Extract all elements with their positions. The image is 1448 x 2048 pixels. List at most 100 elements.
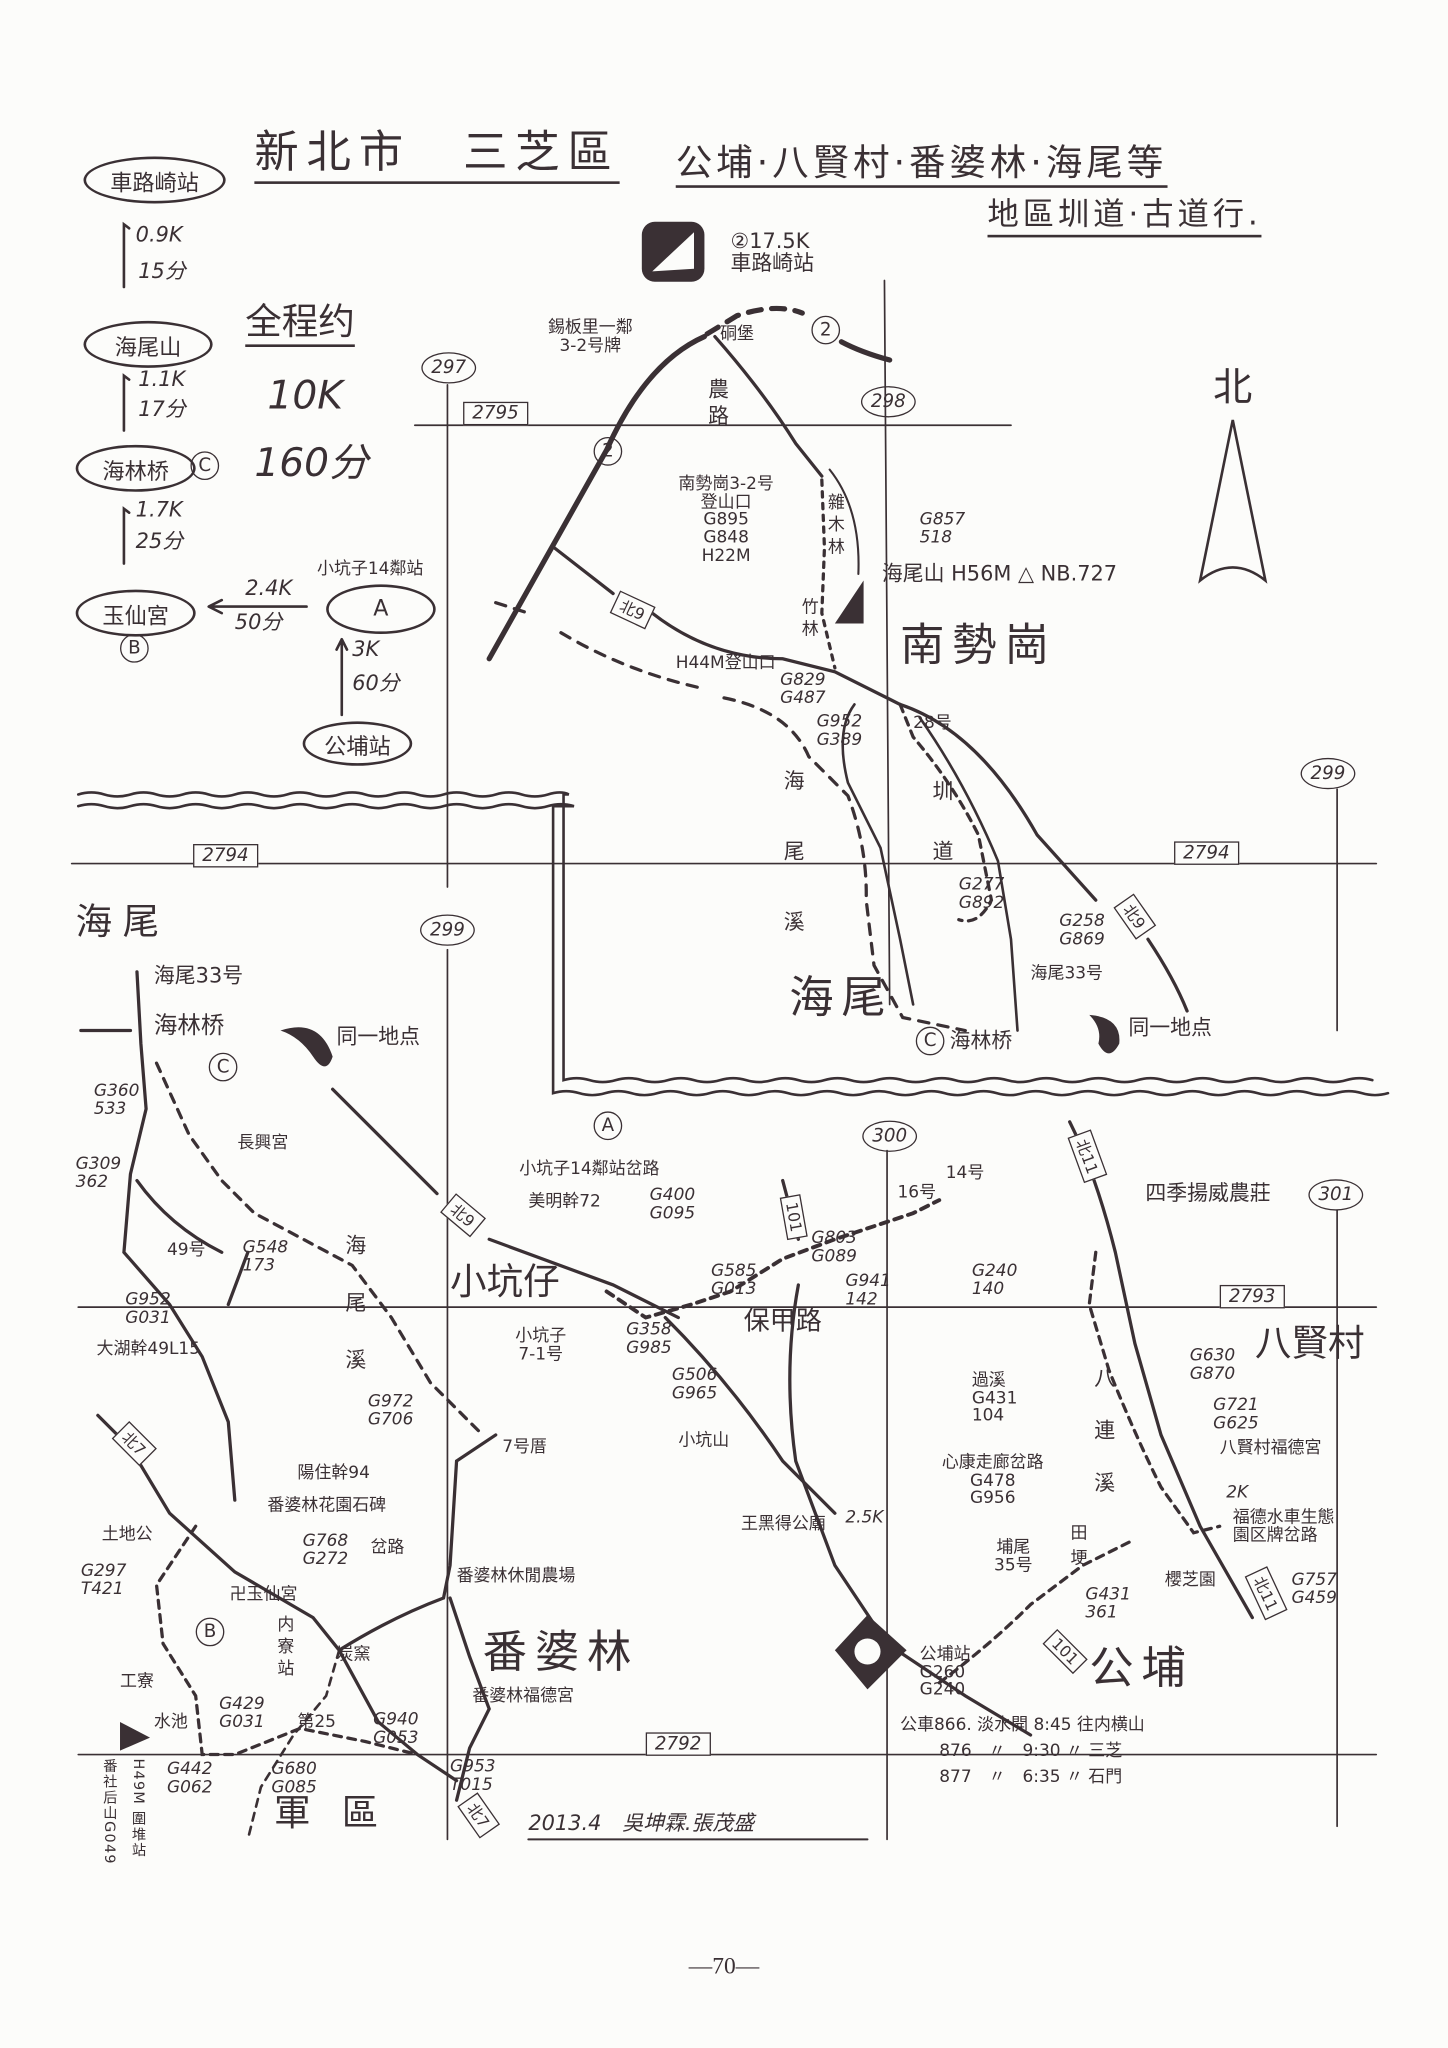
label-no7: 7号厝	[502, 1437, 547, 1458]
label-g768: G768 G272	[302, 1531, 349, 1569]
area-gongpu: 公埔	[1089, 1642, 1194, 1695]
label-2-5k: 2.5K	[845, 1508, 884, 1528]
page-subtitle-2: 地區圳道·古道行.	[987, 197, 1262, 238]
area-xiaokengzai: 小坑仔	[450, 1260, 560, 1304]
balian-creek-trail	[1087, 1250, 1222, 1535]
legend-stop-yuxian: 玉仙宮	[75, 589, 196, 637]
label-zhulin: 竹林	[797, 597, 818, 642]
page-number: —70—	[688, 1952, 760, 1979]
label-zundao: 圳道	[928, 780, 954, 901]
label-g941: G941 142	[845, 1271, 891, 1310]
legend-seg3-dist: 1.7K	[135, 497, 183, 522]
label-no14: 14号	[945, 1163, 985, 1184]
label-same-place-left: 同一地点	[336, 1024, 421, 1049]
label-siji-farm: 四季揚威農莊	[1145, 1180, 1271, 1206]
marker-c-icon-west: C	[208, 1052, 238, 1082]
area-haiwei-upper: 海尾	[789, 971, 894, 1025]
label-dahu: 大湖幹49L15	[96, 1339, 201, 1360]
label-same-place-right: 同一地点	[1128, 1014, 1212, 1040]
label-gongpu-station: 公埔站 G260 G240	[919, 1644, 971, 1701]
label-balian-creek: 八連溪	[1090, 1367, 1116, 1524]
end-symbol-icon	[834, 1614, 907, 1690]
label-chelu-station: ②17.5K 車路崎站	[730, 228, 815, 275]
label-h49: H49M 圍堆站	[129, 1758, 147, 1858]
label-yingzhi: 櫻芝園	[1164, 1570, 1216, 1591]
label-guoxi: 過溪 G431 104	[971, 1371, 1018, 1427]
label-g548: G548 173	[242, 1237, 289, 1276]
label-g953: G953 T015	[450, 1757, 496, 1795]
label-g972: G972 G706	[367, 1391, 414, 1430]
label-g829: G829 G487	[780, 670, 826, 708]
label-tiangeng: 田埂	[1066, 1523, 1087, 1574]
road-2-east	[838, 339, 893, 363]
puwei-trail	[937, 1537, 1137, 1685]
yuxian-trail	[154, 1524, 420, 1757]
label-nonglu: 農路	[704, 378, 729, 431]
label-g857: G857 518	[919, 510, 966, 548]
label-neiliao-station: 内寮站	[273, 1614, 294, 1682]
label-g721: G721 G625	[1213, 1395, 1259, 1434]
label-xk14-fork: 小坑子14鄰站岔路	[519, 1159, 660, 1180]
label-g952-upper: G952 G389	[816, 712, 863, 750]
label-hailin-left: 海林桥	[153, 1012, 225, 1040]
legend-seg2-time: 17分	[138, 396, 186, 422]
bus-info-line-2: 876 〃 9:30 〃 三芝	[939, 1741, 1123, 1762]
legend-stop-hailin: 海林桥	[75, 444, 196, 492]
page-subtitle-1: 公埔·八賢村·番婆林·海尾等	[675, 143, 1168, 189]
legend-line-1	[122, 221, 131, 289]
section-divider-wavy-inner	[76, 802, 1390, 1097]
grid-label-2793: 2793	[1219, 1284, 1285, 1309]
label-gongliao: 工寮	[120, 1672, 154, 1692]
marker-a-icon-map: A	[593, 1111, 623, 1141]
marker-b-icon: B	[120, 633, 149, 663]
legend-to-b-time: 50分	[234, 609, 283, 634]
bus-info-line-3: 877 〃 6:35 〃 石門	[939, 1767, 1123, 1788]
label-baojia-road: 保甲路	[743, 1304, 822, 1336]
legend-seg1-dist: 0.9K	[135, 221, 183, 247]
legend-from-station-time: 60分	[352, 670, 400, 696]
legend-seg1-time: 15分	[138, 258, 186, 284]
label-g297: G297 T421	[80, 1561, 127, 1599]
label-wanghei-temple: 王黑得公廟	[740, 1514, 826, 1535]
area-fanpolin: 番婆林	[482, 1626, 640, 1679]
marker-a-icon: A	[326, 584, 436, 634]
label-haiwei-creek-lower: 海尾溪	[341, 1234, 367, 1407]
label-stele: 番婆林花園石碑	[267, 1496, 387, 1516]
zundao-trail	[898, 702, 994, 923]
area-junqu: 軍區	[273, 1791, 410, 1835]
summit-flag-icon	[834, 580, 864, 624]
label-g442: G442 G062	[166, 1759, 213, 1798]
grid-label-299-lower: 299	[420, 914, 475, 946]
label-puwei: 埔尾 35号	[994, 1538, 1033, 1576]
author-credit: 2013.4 吳坤霖.張茂盛	[528, 1810, 755, 1836]
label-fork: 岔路	[370, 1538, 405, 1558]
label-zamulin: 雜木林	[823, 493, 844, 560]
road-2-dashed	[704, 305, 805, 337]
legend-line-2	[122, 373, 131, 432]
label-g506: G506 G965	[671, 1365, 718, 1404]
area-nanshigang: 南勢崗	[900, 619, 1057, 672]
route-2-shield: 2	[593, 437, 623, 466]
legend-arrow-to-b	[207, 598, 308, 615]
label-g240: G240 140	[971, 1261, 1018, 1299]
grid-label-299-right: 299	[1300, 757, 1356, 790]
legend-seg3-time: 25分	[135, 528, 184, 554]
label-g952-lower: G952 G031	[125, 1290, 171, 1328]
label-yangzhu: 陽住幹94	[297, 1463, 370, 1484]
grid-label-301: 301	[1308, 1179, 1364, 1211]
area-haiwei-left: 海尾	[75, 900, 170, 944]
label-dongbao: 硐堡	[720, 324, 755, 345]
label-g757: G757 G459	[1291, 1570, 1337, 1608]
label-haiwei-creek-upper: 海尾溪	[779, 769, 805, 981]
label-hailin-right: 海林桥	[949, 1027, 1013, 1053]
baojia-road	[604, 1198, 942, 1320]
creek-trail-east	[918, 716, 1019, 1032]
north-arrow-icon	[1198, 419, 1268, 584]
grid-label-298: 298	[860, 386, 916, 418]
label-g258: G258 G869	[1059, 911, 1105, 950]
start-symbol-icon	[641, 221, 705, 282]
grid-label-2794-left: 2794	[193, 844, 258, 868]
total-label: 全程约	[245, 302, 355, 348]
changxing-trail	[154, 1061, 485, 1437]
